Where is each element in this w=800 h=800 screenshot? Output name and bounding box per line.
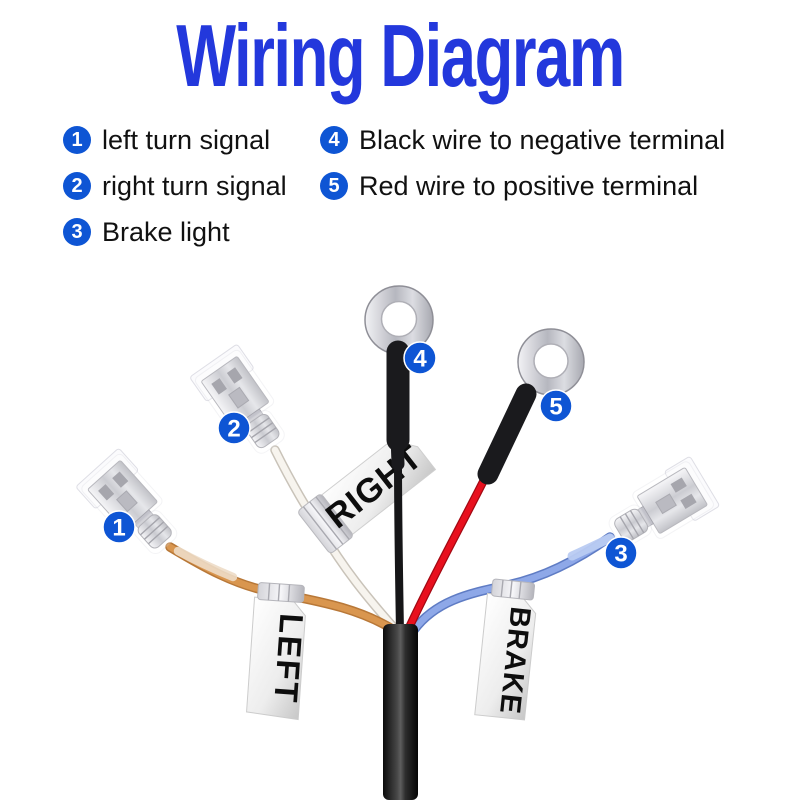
legend-item-2: 2 right turn signal xyxy=(63,171,287,201)
legend-label-4: Black wire to negative terminal xyxy=(359,124,726,155)
wire-negative xyxy=(386,340,410,636)
svg-text:4: 4 xyxy=(413,346,427,373)
legend-badge-5: 5 xyxy=(320,172,348,200)
diagram-badge-5: 5 xyxy=(539,389,573,423)
legend-badge-3: 3 xyxy=(63,218,91,246)
legend-badge-4: 4 xyxy=(320,126,348,154)
page-title: Wiring Diagram xyxy=(176,6,625,105)
legend-label-3: Brake light xyxy=(102,216,230,247)
tag-band xyxy=(257,582,305,603)
svg-text:5: 5 xyxy=(549,394,562,421)
legend-label-5: Red wire to positive terminal xyxy=(359,170,699,201)
ring-terminal-negative xyxy=(364,285,434,355)
legend-item-3: 3 Brake light xyxy=(63,217,230,247)
diagram-badge-3: 3 xyxy=(604,536,638,570)
diagram-badge-2: 2 xyxy=(217,411,251,445)
main-cable xyxy=(383,624,418,800)
tag-right: RIGHT xyxy=(298,438,437,554)
tag-left: LEFT xyxy=(246,582,310,721)
svg-text:2: 2 xyxy=(227,416,240,443)
heat-shrink-positive xyxy=(477,383,537,485)
wire-positive xyxy=(403,469,492,635)
legend-label-2: right turn signal xyxy=(102,170,287,201)
legend-item-4: 4 Black wire to negative terminal xyxy=(320,125,725,155)
legend-label-1: left turn signal xyxy=(102,124,271,155)
ring-terminal-positive xyxy=(477,328,585,485)
diagram-badge-1: 1 xyxy=(102,510,136,544)
diagram-badge-4: 4 xyxy=(403,341,437,375)
tag-left-label: LEFT xyxy=(267,612,310,705)
legend-item-5: 5 Red wire to positive terminal xyxy=(320,171,698,201)
spade-connector-right xyxy=(188,343,298,464)
wire-sleeve xyxy=(173,546,238,582)
legend-badge-1: 1 xyxy=(63,126,91,154)
legend-item-1: 1 left turn signal xyxy=(63,125,270,155)
tag-brake: BRAKE xyxy=(474,578,536,721)
wire-sleeve xyxy=(567,533,615,561)
svg-text:1: 1 xyxy=(112,515,125,542)
svg-text:3: 3 xyxy=(614,541,627,568)
legend-badge-2: 2 xyxy=(63,172,91,200)
